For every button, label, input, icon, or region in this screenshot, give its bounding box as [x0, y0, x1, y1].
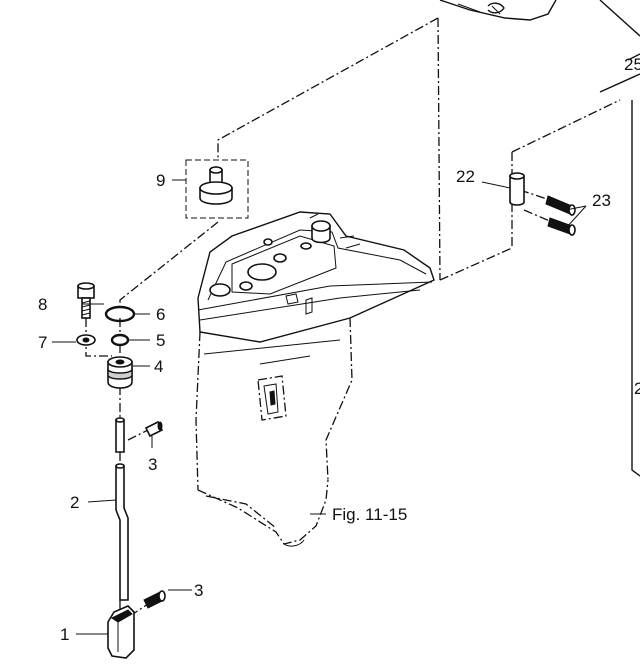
callout-8: 8 — [38, 295, 47, 314]
callout-2-right: 2 — [634, 379, 640, 398]
part-3-pin-upper — [144, 420, 164, 438]
part-9-boxed-assembly — [185, 159, 249, 219]
callout-3-upper: 3 — [148, 455, 157, 474]
callout-6: 6 — [156, 305, 165, 324]
part-1-shift-lever — [107, 605, 135, 659]
part-7-washer — [76, 334, 96, 346]
figure-reference: Fig. 11-15 — [332, 505, 407, 524]
part-5-small-o-ring — [110, 333, 130, 347]
part-23-pins — [545, 195, 576, 236]
callout-22: 22 — [456, 167, 475, 186]
callout-4: 4 — [154, 357, 163, 376]
callout-7: 7 — [38, 333, 47, 352]
callout-23: 23 — [592, 191, 611, 210]
callout-labels: 1 2 3 3 4 5 6 7 8 9 22 23 25 2 Fig. 11-1… — [38, 55, 640, 644]
callout-3-lower: 3 — [194, 581, 203, 600]
lower-unit-housing — [195, 211, 435, 547]
callout-2: 2 — [70, 493, 79, 512]
part-3-pin-lower — [143, 590, 166, 609]
upper-unit-outline — [439, 0, 640, 477]
callout-5: 5 — [156, 331, 165, 350]
shaft-upper-segment — [115, 417, 125, 453]
part-2-shift-rod — [115, 463, 129, 601]
callout-9: 9 — [156, 171, 165, 190]
callout-25: 25 — [624, 55, 640, 74]
callout-1: 1 — [60, 625, 69, 644]
part-22-bushing — [509, 172, 525, 206]
part-8-bolt — [77, 282, 95, 319]
part-4-grommet — [107, 356, 133, 389]
leader-lines — [52, 179, 587, 635]
